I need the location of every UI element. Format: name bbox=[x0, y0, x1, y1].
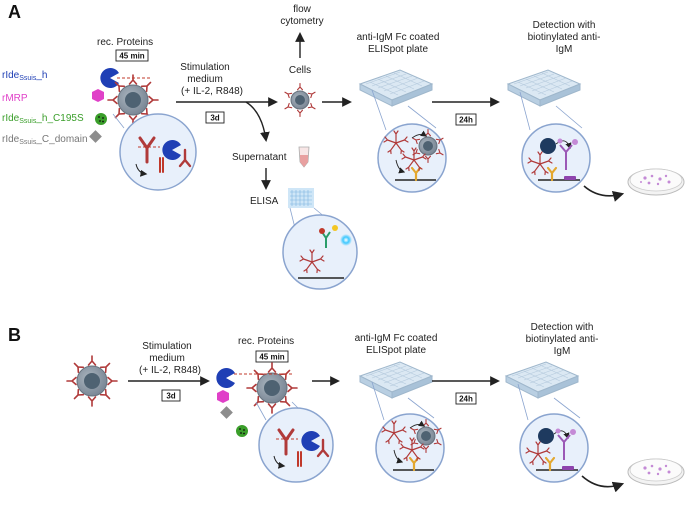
legend-ideh-label: rIdeSsuis_h bbox=[2, 70, 47, 82]
legend-mrp-label: rMRP bbox=[2, 93, 28, 104]
panel-a-detection-plate-icon bbox=[507, 69, 581, 107]
panel-b-elispot-plate-icon bbox=[359, 361, 433, 399]
panel-b-45min-label: 45 min bbox=[259, 353, 284, 362]
elisa-bubble bbox=[282, 214, 358, 290]
panel-a-24h-box bbox=[455, 113, 477, 126]
panel-b-stimulation-line2: medium bbox=[149, 353, 185, 364]
panel-b-detection-line2: biotinylated anti- bbox=[526, 334, 599, 345]
panel-b-detection-ab-icon bbox=[557, 434, 571, 460]
legend-cdomain-label: rIdeSsuis_C_domain bbox=[2, 134, 88, 146]
bubble-antibody-icon bbox=[138, 136, 192, 173]
panel-a-elispot-bubble bbox=[377, 123, 447, 193]
panel-a-to-dish-arrow bbox=[583, 185, 625, 202]
panel-b-to-dish-arrow bbox=[581, 475, 625, 493]
cells-label: Cells bbox=[289, 65, 311, 76]
panel-a-rec-proteins-label: rec. Proteins bbox=[97, 37, 153, 48]
panel-b-bubble-antibody-icon bbox=[277, 428, 330, 467]
elisa-plate-icon bbox=[288, 188, 314, 208]
legend-c195s-label: rIdeSsuis_h_C195S bbox=[2, 113, 84, 125]
elisa-signal-icon bbox=[340, 234, 352, 246]
panel-b-detection-plate-icon bbox=[505, 361, 579, 399]
panel-b-24h-box bbox=[455, 392, 477, 405]
panel-b-treated-cell-icon bbox=[247, 363, 297, 413]
elisa-label: ELISA bbox=[250, 196, 279, 207]
panel-b-elispot-line1: anti-IgM Fc coated bbox=[355, 333, 438, 344]
mrp-hexagon-icon bbox=[92, 89, 104, 102]
panel-b-ideh-icon bbox=[216, 368, 235, 388]
panel-a-stimulation-line2: medium bbox=[187, 74, 223, 85]
panel-a-small-cell-icon bbox=[284, 84, 317, 117]
flow-label-line2: cytometry bbox=[280, 16, 323, 27]
panel-a-3d-box bbox=[205, 111, 225, 124]
panel-a-detection-line2: biotinylated anti- bbox=[528, 32, 601, 43]
panel-a-45min-label: 45 min bbox=[119, 52, 144, 61]
panel-a-elispot-line1: anti-IgM Fc coated bbox=[357, 32, 440, 43]
panel-b-detection-line3: IgM bbox=[554, 346, 571, 357]
panel-b-cdomain-icon bbox=[220, 406, 233, 419]
panel-b-mrp-icon bbox=[217, 390, 229, 403]
panel-a-detection-line1: Detection with bbox=[533, 20, 596, 31]
panel-b-detection-bubble bbox=[519, 413, 589, 483]
panel-a-24h-label: 24h bbox=[459, 116, 473, 125]
cdomain-diamond-icon bbox=[89, 130, 102, 143]
panel-a-stimulation-line1: Stimulation bbox=[180, 62, 229, 73]
panel-b-3d-box bbox=[161, 389, 181, 402]
panel-b-c195s-icon bbox=[236, 425, 248, 437]
panel-b-elispot-line2: ELISpot plate bbox=[366, 345, 426, 356]
panel-a-detection-bubble bbox=[521, 123, 591, 193]
panel-b-3d-label: 3d bbox=[166, 392, 175, 401]
panel-a-elispot-plate-icon bbox=[359, 69, 433, 107]
tube-icon bbox=[298, 146, 310, 168]
detection-ab-icon bbox=[559, 144, 573, 170]
panel-b-24h-label: 24h bbox=[459, 395, 473, 404]
panel-b-stimulation-line1: Stimulation bbox=[142, 341, 191, 352]
panel-b-rec-proteins-label: rec. Proteins bbox=[238, 336, 294, 347]
panel-b-label: B bbox=[8, 325, 21, 345]
ideh-pacman-icon bbox=[100, 68, 119, 88]
panel-a-3d-label: 3d bbox=[210, 114, 219, 123]
panel-a-petri-dish-icon bbox=[627, 168, 685, 196]
panel-b-detection-line1: Detection with bbox=[531, 322, 594, 333]
supernatant-label: Supernatant bbox=[232, 152, 287, 163]
panel-a-supernatant-arrow bbox=[245, 101, 270, 142]
panel-b-45min-box bbox=[255, 350, 289, 363]
panel-a-stimulation-line3: (+ IL-2, R848) bbox=[181, 86, 243, 97]
panel-b-stimulation-line3: (+ IL-2, R848) bbox=[139, 365, 201, 376]
panel-a-45min-box bbox=[115, 49, 149, 62]
panel-a-detection-line3: IgM bbox=[556, 44, 573, 55]
panel-b-petri-dish-icon bbox=[627, 458, 685, 486]
c195s-blocked-icon bbox=[95, 113, 107, 125]
flow-label-line1: flow bbox=[293, 4, 312, 15]
panel-a-elispot-line2: ELISpot plate bbox=[368, 44, 428, 55]
panel-b-elispot-bubble bbox=[375, 413, 445, 483]
panel-a-label: A bbox=[8, 2, 21, 22]
panel-b-b-cell-icon bbox=[67, 356, 117, 406]
